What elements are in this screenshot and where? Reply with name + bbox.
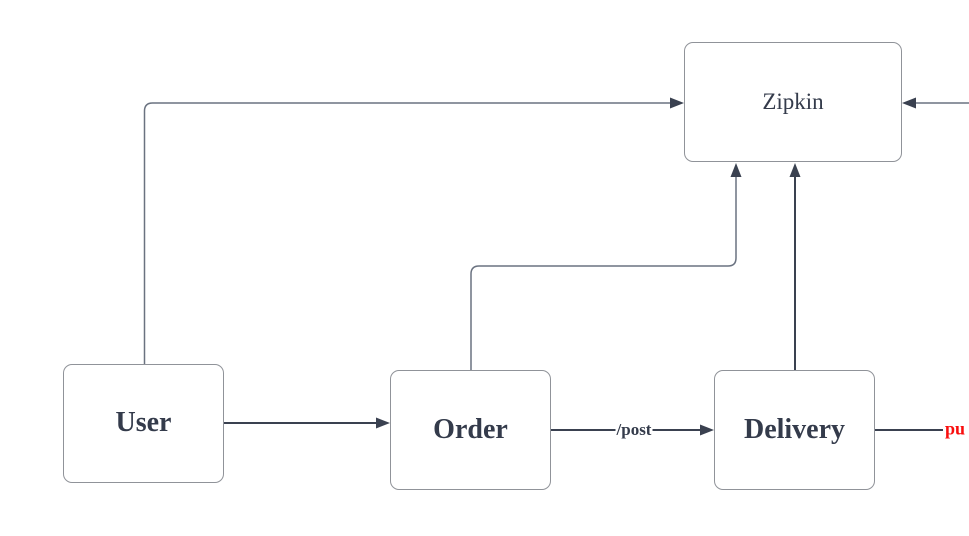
- node-user-label: User: [115, 407, 172, 439]
- edge-order-delivery-arrowhead: [700, 424, 714, 436]
- edge-offscreen-zipkin[interactable]: [902, 97, 969, 109]
- node-zipkin-label: Zipkin: [762, 89, 824, 115]
- edge-delivery-offscreen-label[interactable]: pu: [945, 418, 966, 439]
- node-user[interactable]: User: [63, 364, 224, 483]
- edge-order-zipkin[interactable]: [470, 163, 742, 370]
- node-delivery[interactable]: Delivery: [714, 370, 875, 490]
- node-delivery-label: Delivery: [743, 413, 846, 445]
- edge-delivery-zipkin[interactable]: [789, 163, 801, 370]
- node-zipkin[interactable]: Zipkin: [684, 42, 902, 162]
- edge-offscreen-zipkin-arrowhead: [902, 97, 916, 109]
- edge-user-zipkin[interactable]: [143, 97, 685, 365]
- edge-order-zipkin-arrowhead: [730, 163, 742, 177]
- node-order-label: Order: [433, 413, 508, 445]
- edge-delivery-zipkin-arrowhead: [789, 163, 801, 177]
- edge-user-order[interactable]: [224, 417, 390, 429]
- node-order[interactable]: Order: [390, 370, 551, 490]
- edge-user-order-arrowhead: [376, 417, 390, 429]
- edge-order-delivery-label[interactable]: /post: [615, 420, 653, 440]
- edge-user-zipkin-arrowhead: [670, 97, 684, 109]
